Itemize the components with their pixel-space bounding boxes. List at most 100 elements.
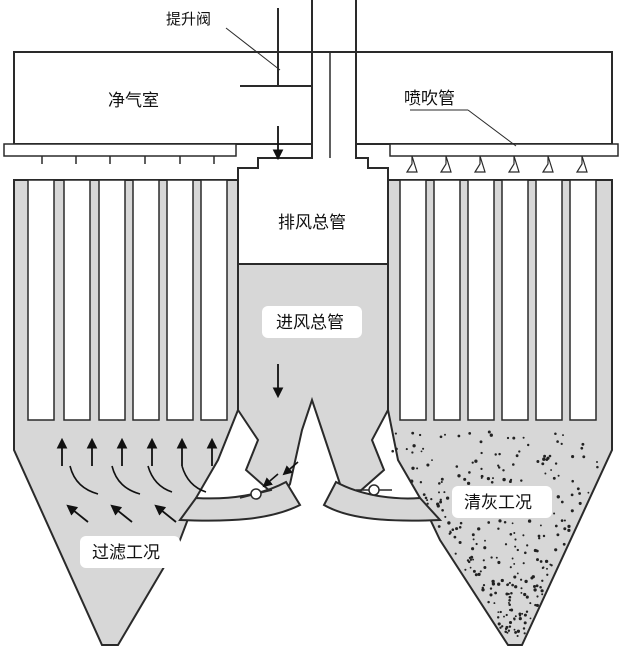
dust-particle [405, 448, 408, 451]
dust-particle [444, 433, 446, 436]
dust-particle [491, 579, 495, 584]
dust-particle [496, 616, 500, 619]
dust-particle [514, 538, 517, 541]
dust-particle [546, 573, 549, 576]
lift-valve-leader [225, 27, 281, 71]
dust-particle [524, 551, 527, 555]
dust-particle [507, 629, 511, 632]
dust-particle [536, 460, 540, 463]
dust-particle [480, 451, 483, 455]
filter-bag [535, 179, 563, 421]
dust-particle [571, 455, 575, 459]
dust-particle [529, 617, 532, 620]
dust-particle [458, 540, 462, 545]
dust-particle [523, 613, 527, 617]
filter-bag [501, 179, 529, 421]
dust-particle [474, 573, 478, 577]
dust-particle [439, 498, 442, 501]
dust-particle [494, 591, 497, 595]
filter-bag [399, 179, 427, 421]
dust-particle [477, 572, 481, 576]
dust-particle [482, 583, 486, 587]
dust-particle [521, 612, 524, 615]
dust-particle [426, 463, 430, 467]
dust-particle [525, 610, 529, 613]
dust-particle [514, 630, 518, 634]
dust-particle [418, 433, 422, 437]
dust-particle [491, 582, 496, 586]
dust-particle [479, 440, 483, 444]
dust-particle [447, 521, 451, 525]
dust-particle [422, 493, 426, 496]
dust-particle [516, 548, 519, 552]
dust-particle [522, 436, 525, 439]
dust-particle [480, 477, 483, 479]
dust-particle [514, 585, 518, 589]
dust-particle [520, 587, 523, 590]
dust-particle [550, 469, 553, 471]
dust-particle [411, 431, 415, 435]
dust-particle [508, 480, 512, 484]
dust-particle [457, 474, 461, 478]
dust-particle [391, 449, 394, 453]
dust-particle [499, 626, 502, 629]
dust-particle [500, 578, 504, 583]
inlet-manifold-label: 进风总管 [276, 313, 344, 333]
dust-particle [504, 543, 508, 546]
dust-particle [493, 602, 496, 605]
dust-particle [519, 578, 523, 581]
dust-particle [451, 528, 455, 531]
dust-particle [522, 562, 525, 565]
dust-particle [515, 454, 519, 458]
dust-particle [545, 458, 549, 461]
left-tube-sheet [3, 143, 237, 157]
dust-particle [534, 603, 537, 607]
dust-particle [469, 558, 473, 561]
dust-particle [536, 595, 539, 598]
dust-particle [457, 434, 461, 438]
dust-particle [539, 524, 542, 527]
upward-flow-arrows [56, 437, 218, 466]
dust-particle [505, 625, 509, 629]
lift-valve-label: 提升阀 [166, 10, 211, 28]
dust-particle [562, 434, 564, 437]
dust-particle [508, 595, 512, 599]
dust-particle [538, 537, 541, 540]
dust-particle [508, 603, 511, 606]
dust-particle [419, 481, 423, 484]
dust-particle [530, 576, 534, 580]
dust-particle [554, 524, 558, 528]
dust-particle [560, 500, 564, 504]
dust-particle [440, 477, 444, 481]
dust-particle [507, 592, 510, 596]
dust-particle [480, 467, 483, 471]
blow-pipe-label: 喷吹管 [404, 89, 455, 109]
dust-particle [533, 588, 537, 592]
dust-particle [471, 461, 474, 464]
filter-bag [569, 179, 597, 421]
dust-particle [449, 530, 452, 533]
dust-particle [439, 435, 443, 439]
left-filter-bags [27, 179, 228, 421]
dust-particle [441, 508, 444, 512]
dust-particle [539, 560, 543, 563]
dust-particle [502, 477, 506, 482]
dust-particle [541, 579, 544, 582]
dust-particle [527, 519, 532, 523]
dust-particle [458, 526, 462, 529]
dust-particle [489, 593, 493, 597]
dust-particle [430, 497, 433, 501]
filtering-condition-label: 过滤工况 [92, 543, 160, 563]
dust-particle [537, 534, 541, 538]
dust-particle [596, 461, 598, 463]
clean-air-chamber-label: 净气室 [108, 91, 159, 111]
dust-particle [455, 465, 459, 468]
exhaust-manifold [237, 51, 389, 265]
dust-particle [509, 532, 513, 536]
dust-particle [481, 588, 485, 592]
dust-particle [541, 462, 545, 466]
dust-particle [513, 532, 516, 534]
dust-particle [512, 436, 516, 440]
dust-particle [526, 544, 529, 547]
dust-particle [567, 528, 571, 533]
